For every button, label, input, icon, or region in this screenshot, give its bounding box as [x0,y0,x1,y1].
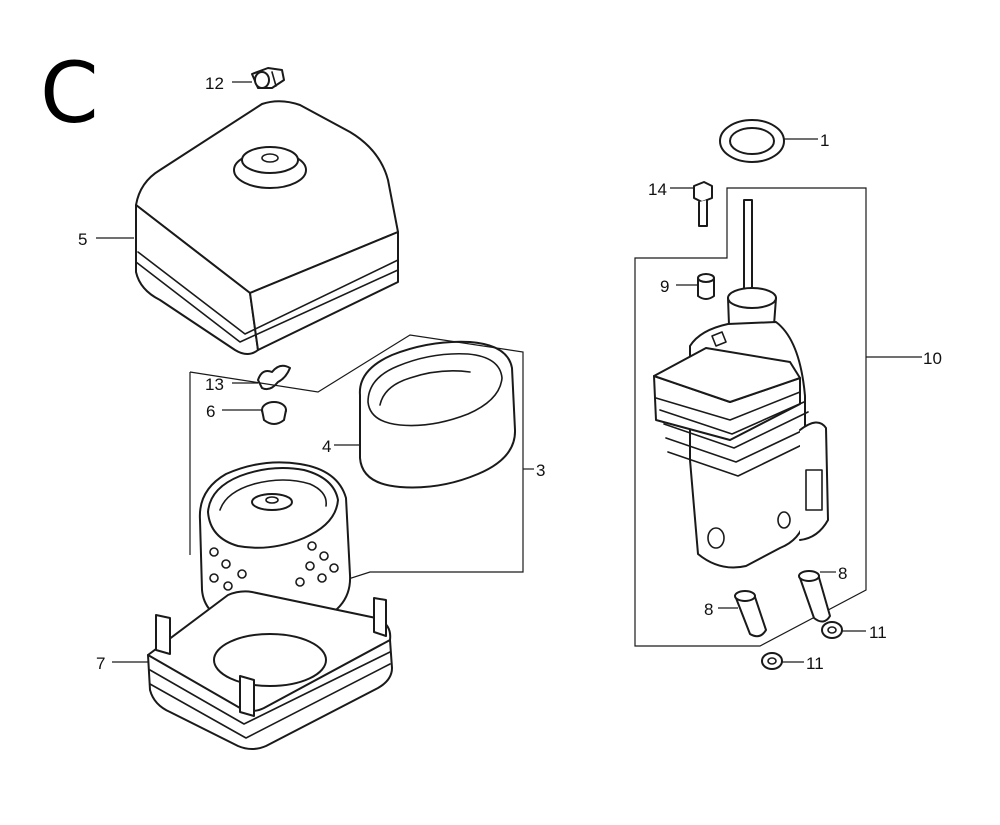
part-3-paper-element [198,461,352,631]
callout-14: 14 [648,180,667,199]
part-4-foam-element [358,340,517,489]
part-6-grommet [261,401,287,425]
callout-12: 12 [205,74,224,93]
callout-1: 1 [820,131,829,150]
callout-11b: 11 [806,654,824,673]
part-12-bolt [251,67,285,89]
callout-6: 6 [206,402,215,421]
part-11-nut-a [821,621,843,639]
part-10-muffler [653,199,829,569]
part-1-gasket [719,119,785,163]
callout-10: 10 [923,349,942,368]
callout-4: 4 [322,437,331,456]
callout-5: 5 [78,230,87,249]
callout-13: 13 [205,375,224,394]
part-5-air-cleaner-cover [135,100,399,355]
part-9-collar [697,273,715,300]
part-8-pipe-b [734,590,767,638]
callout-8a: 8 [838,564,847,583]
part-8-pipe-a [798,570,831,623]
part-7-air-cleaner-case [147,590,393,750]
section-letter: C [40,44,99,142]
part-11-nut-b [761,652,783,670]
callout-8b: 8 [704,600,713,619]
callout-3: 3 [536,461,545,480]
callout-11a: 11 [869,623,887,642]
callout-7: 7 [96,654,105,673]
part-14-bolt [693,181,713,227]
callout-9: 9 [660,277,669,296]
